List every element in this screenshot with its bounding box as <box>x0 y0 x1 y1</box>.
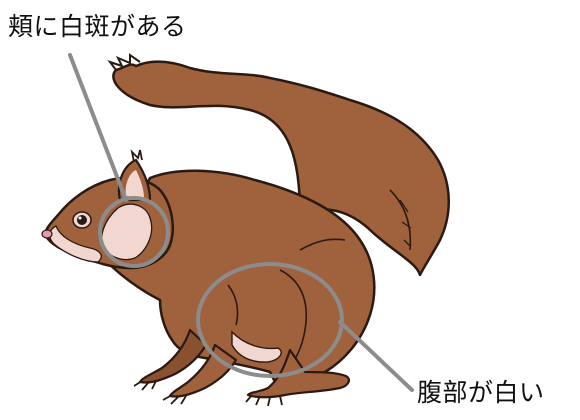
ear-tuft <box>130 149 143 163</box>
cheek-label: 頬に白斑がある <box>8 12 187 41</box>
belly-white-patch <box>231 330 282 363</box>
squirrel-ear-inner <box>125 170 144 198</box>
squirrel-nose <box>41 229 53 239</box>
belly-callout-line <box>338 320 414 392</box>
belly-label: 腹部が白い <box>417 378 545 407</box>
squirrel-eye-highlight <box>78 216 82 220</box>
tail-inner-line <box>389 189 412 251</box>
muzzle-white-patch <box>49 225 102 263</box>
front-paw-claws-front <box>162 394 187 405</box>
cheek-callout-line <box>68 53 128 202</box>
squirrel-tail <box>112 60 450 277</box>
body-contour-arm <box>227 284 239 326</box>
cheek-callout-circle <box>98 196 170 268</box>
front-paw-claws-back <box>133 380 157 391</box>
belly-callout-circle <box>196 262 344 378</box>
tail-inner-line-2 <box>399 199 412 247</box>
squirrel-eye <box>77 215 87 225</box>
body-contour-back <box>299 238 346 251</box>
tail-fur-detail <box>107 53 141 71</box>
hind-foot-claws <box>245 394 283 407</box>
